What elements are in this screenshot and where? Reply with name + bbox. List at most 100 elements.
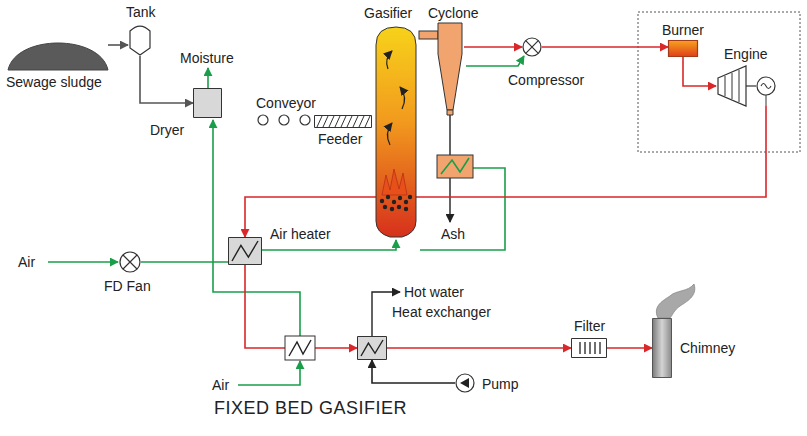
component-label: FD Fan (104, 278, 151, 294)
stream-label: Air (18, 254, 35, 270)
air-preheater (285, 336, 315, 360)
dryer-box: Dryer (193, 88, 222, 118)
shape-outline (522, 37, 542, 57)
cyclone-separator: Cyclone (436, 22, 464, 115)
component-label: Cyclone (428, 5, 479, 21)
gas-outlet-pipe (419, 31, 438, 39)
screw-feeder: Feeder (314, 115, 372, 128)
exhaust-stub (766, 95, 767, 106)
fuel-particle (404, 207, 408, 211)
chimney-stack: Chimney (652, 318, 672, 378)
engine-turbine: Engine (716, 66, 776, 106)
figure-caption: FIXED BED GASIFIER (214, 398, 407, 418)
exchanger-coil (361, 340, 383, 356)
component-label: Dryer (150, 122, 184, 138)
fan-circle (120, 252, 140, 272)
burner-box: Burner (668, 40, 698, 57)
smoke-plume (656, 284, 694, 318)
component-label: Gasifier (364, 5, 412, 21)
turbine-shape (718, 66, 746, 106)
shape-outline (571, 338, 607, 358)
conveyor-roller (279, 115, 289, 125)
generator-circle (757, 77, 775, 95)
flow-connector (387, 347, 571, 349)
flow-arrow (400, 87, 405, 109)
fan-circle (523, 38, 541, 56)
fuel-particle (408, 195, 412, 199)
component-label: Conveyor (256, 95, 316, 111)
component-label: Chimney (680, 340, 735, 356)
component-label: Engine (724, 46, 768, 62)
flow-connector (372, 360, 455, 383)
shape-outline (372, 25, 420, 240)
moisture-outlet-line (207, 68, 209, 88)
feeder-screw (317, 116, 370, 127)
turbine-blades (725, 70, 739, 102)
flow-connector (108, 44, 128, 46)
feeder-casing (315, 116, 372, 128)
air-inlet-line (238, 361, 300, 385)
fuel-particle (397, 205, 401, 209)
pump-arrow (460, 378, 469, 388)
stream-label: Air (212, 377, 229, 393)
stream-label: Ash (441, 226, 465, 242)
fuel-particle (390, 207, 394, 211)
heat-exchanger-box: Heat exchanger (357, 336, 387, 360)
dryer-shape (194, 89, 222, 118)
engine-shaft (746, 85, 756, 86)
shape-outline (652, 318, 672, 378)
fan-cross (526, 41, 539, 54)
heated-air-loop (420, 168, 505, 250)
fuel-particle (398, 196, 402, 200)
engine-enclosure (638, 12, 800, 152)
compressor-air-line (466, 56, 524, 66)
component-label: Feeder (318, 131, 362, 147)
cyclone-outlet (447, 110, 453, 115)
conveyor-rollers: Conveyor (256, 114, 312, 126)
component-label: Burner (662, 22, 704, 38)
air-heater-box: Air heater (228, 237, 262, 265)
flow-connector (141, 261, 228, 263)
component-label: Sewage sludge (6, 74, 102, 90)
shape-outline (314, 115, 372, 128)
exchanger-casing (229, 238, 262, 265)
shape-outline (8, 30, 108, 70)
flow-connector (683, 57, 716, 86)
shape-outline (193, 88, 222, 118)
gasifier-vessel: Gasifier (372, 25, 420, 240)
conveyor-roller (258, 115, 268, 125)
flow-connector (245, 106, 766, 237)
component-label: Pump (482, 376, 519, 392)
gasifier-heat-exchanger (437, 155, 473, 178)
exchanger-casing (358, 337, 387, 360)
shape-outline (228, 237, 262, 265)
flow-connector (464, 46, 522, 48)
component-label: Compressor (508, 72, 584, 88)
generator-symbol (761, 84, 771, 89)
air-inlet-line (48, 261, 118, 263)
flow-connector (542, 46, 668, 48)
shape-outline (716, 66, 776, 106)
filter-box: Filter (571, 338, 607, 358)
shape-outline (256, 114, 312, 126)
shape-outline (455, 373, 475, 393)
storage-tank: Tank (128, 22, 152, 56)
ash-outlet-line (449, 178, 450, 222)
stream-label: Moisture (180, 50, 234, 66)
fuel-particle (404, 200, 408, 204)
conveyor-roller (300, 115, 310, 125)
component-label: Air heater (270, 226, 331, 242)
filter-casing (572, 339, 607, 358)
component-label: Heat exchanger (392, 304, 491, 320)
tank-shape (130, 26, 150, 55)
flow-arrow (387, 51, 392, 69)
pump-symbol: Pump (455, 373, 475, 393)
shape-outline (128, 22, 152, 56)
gasifier-flame (382, 169, 407, 195)
fuel-particle (386, 195, 390, 199)
shape-outline (668, 40, 698, 57)
pump-circle (456, 374, 474, 392)
flow-connector (607, 347, 652, 349)
shape-outline (357, 336, 387, 360)
